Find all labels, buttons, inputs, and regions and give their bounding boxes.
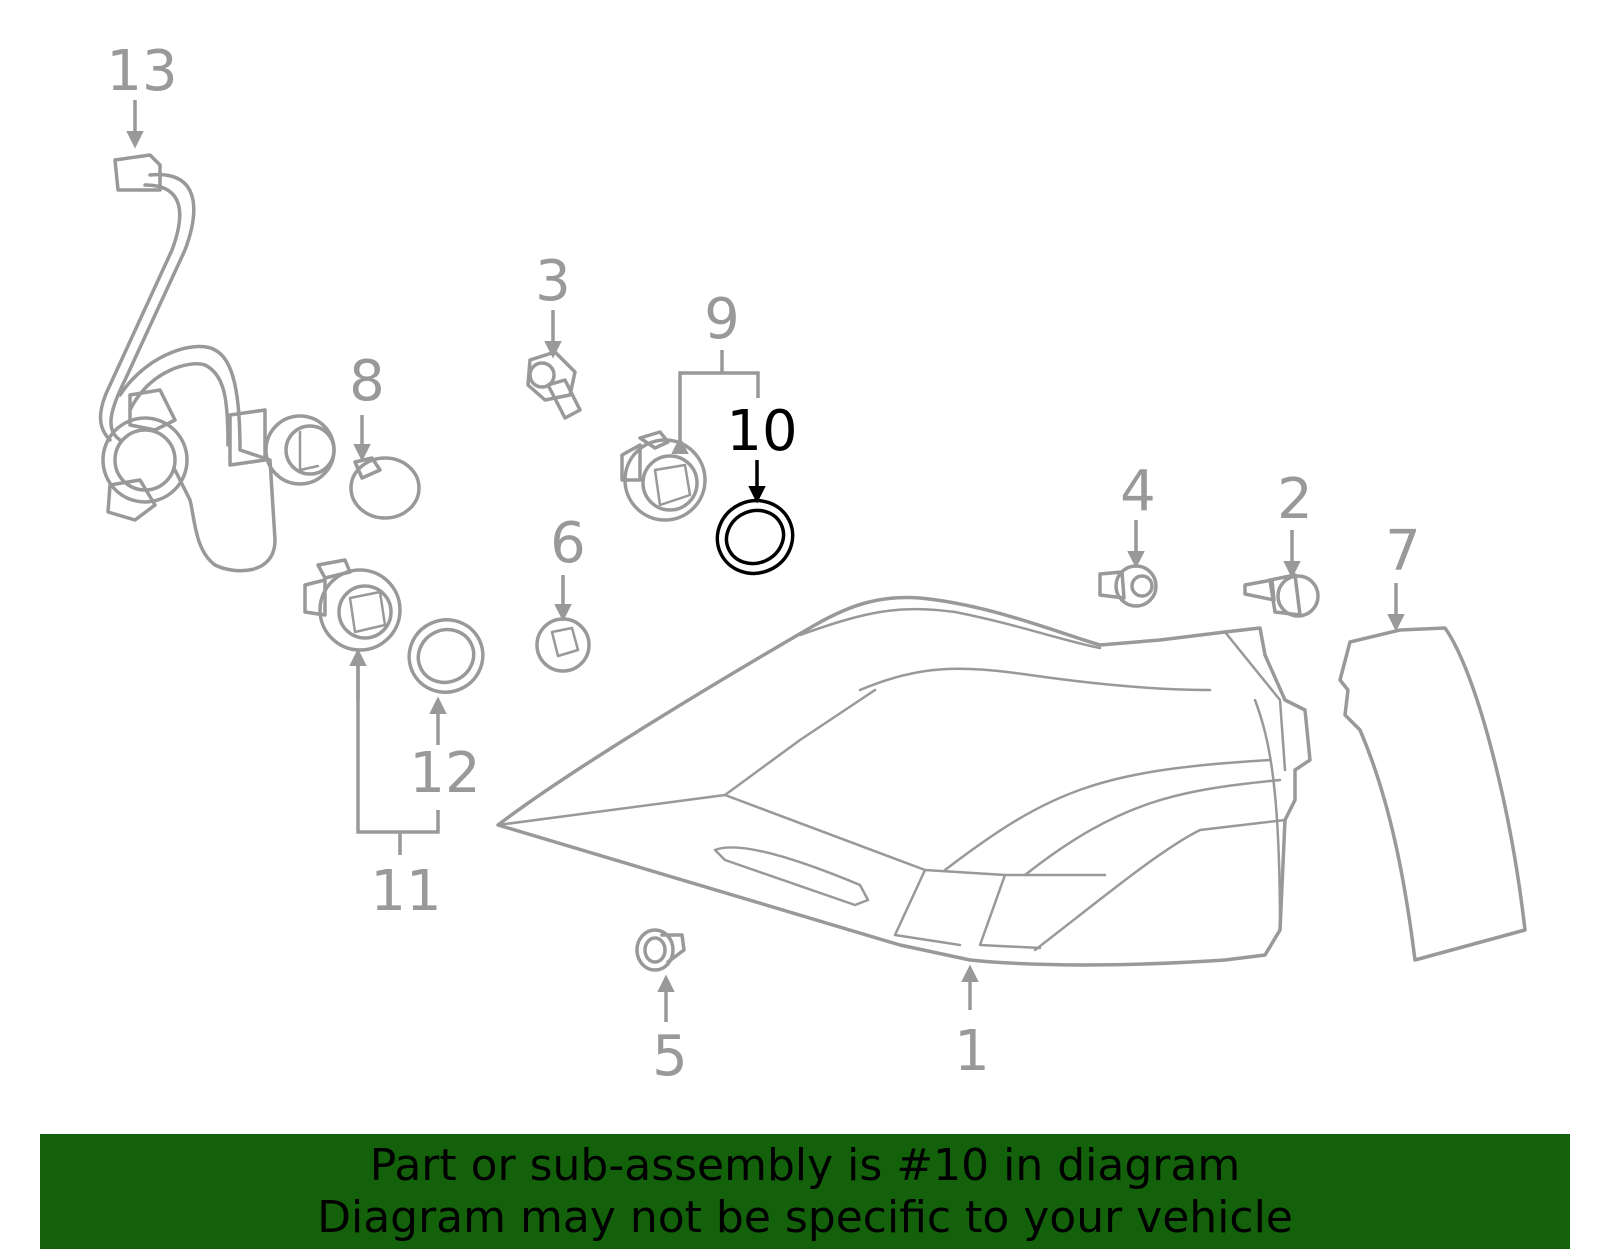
callout-8: 8 bbox=[349, 349, 385, 414]
callout-11: 11 bbox=[370, 859, 441, 924]
info-banner: Part or sub-assembly is #10 in diagram D… bbox=[40, 1134, 1570, 1249]
banner-line-part: Part or sub-assembly is #10 in diagram bbox=[369, 1140, 1241, 1191]
leader-11 bbox=[356, 654, 440, 834]
part-2-screw bbox=[1243, 573, 1320, 618]
callout-5: 5 bbox=[652, 1024, 688, 1089]
part-8-bulb bbox=[349, 456, 421, 520]
part-5-nut bbox=[635, 928, 686, 972]
leader-lines bbox=[126, 100, 1405, 1022]
part-6-nut bbox=[535, 617, 591, 673]
part-7-lens bbox=[1338, 626, 1527, 962]
callout-4: 4 bbox=[1120, 459, 1156, 524]
callout-labels: 13 8 3 9 10 6 12 11 5 1 4 2 7 bbox=[106, 39, 1420, 1089]
callout-1: 1 bbox=[954, 1019, 990, 1084]
part-3-bulb bbox=[526, 350, 582, 420]
callout-12: 12 bbox=[409, 741, 480, 806]
callout-9: 9 bbox=[704, 287, 740, 352]
part-4-screw bbox=[1098, 564, 1158, 608]
part-9-socket bbox=[620, 430, 707, 522]
part-11-socket bbox=[303, 558, 402, 652]
parts-diagram: 13 8 3 9 10 6 12 11 5 1 4 2 7 bbox=[98, 39, 1527, 1089]
callout-10: 10 bbox=[726, 399, 797, 464]
callout-13: 13 bbox=[106, 39, 177, 104]
leader-9 bbox=[671, 371, 760, 454]
callout-6: 6 bbox=[550, 511, 586, 576]
part-13-wiring-harness bbox=[98, 153, 336, 573]
banner-line-disclaimer: Diagram may not be specific to your vehi… bbox=[317, 1192, 1293, 1243]
part-1-tail-lamp bbox=[496, 595, 1312, 967]
part-12-gasket bbox=[407, 618, 485, 694]
callout-7: 7 bbox=[1385, 519, 1421, 584]
callout-3: 3 bbox=[535, 249, 571, 314]
part-10-gasket bbox=[715, 498, 795, 576]
callout-2: 2 bbox=[1277, 467, 1313, 532]
